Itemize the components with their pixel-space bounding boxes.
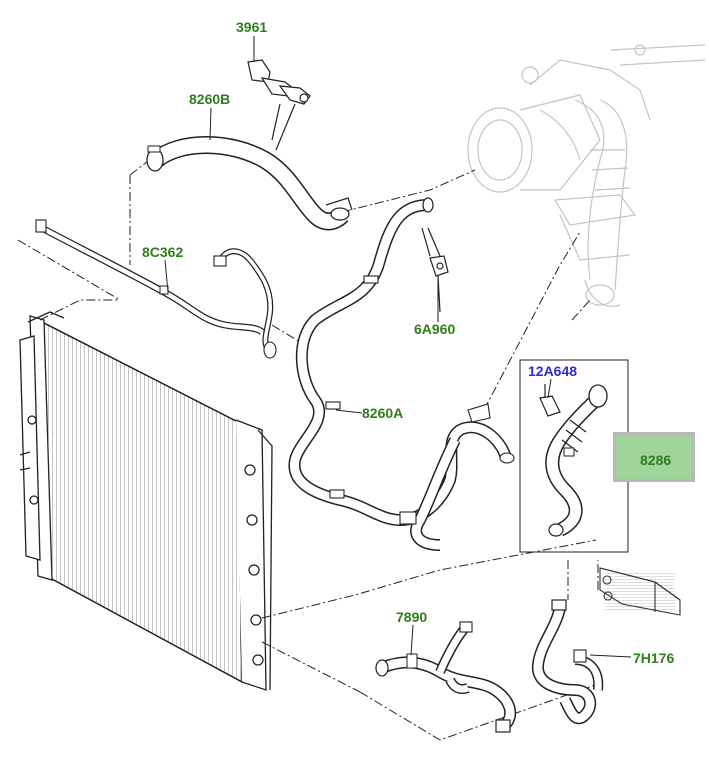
callout-12a648: 12A648 xyxy=(528,363,578,379)
part-8286-hose xyxy=(545,384,608,537)
callout-6a960: 6A960 xyxy=(414,321,456,337)
callout-8286: 8286 xyxy=(640,452,672,468)
part-7890-hose xyxy=(375,621,517,733)
callout-3961: 3961 xyxy=(236,19,268,35)
part-8260b-hose xyxy=(146,136,353,231)
radiator xyxy=(19,311,273,691)
callout-8c362: 8C362 xyxy=(142,244,184,260)
part-7h176-hose xyxy=(532,599,604,725)
part-12a648-clip xyxy=(539,384,561,417)
group-frame xyxy=(519,359,629,553)
part-8260a-hose xyxy=(288,197,515,551)
part-6a960-sensor xyxy=(421,227,449,313)
callout-8260b: 8260B xyxy=(189,91,231,107)
callout-7890: 7890 xyxy=(396,609,428,625)
callout-8260a: 8260A xyxy=(362,405,404,421)
engine-assembly-ghost xyxy=(467,44,706,307)
part-8c362-pipe xyxy=(35,219,277,359)
oil-cooler xyxy=(599,567,681,616)
highlight-8286-box xyxy=(613,432,695,482)
part-3961-bracket xyxy=(247,59,311,151)
leader-lines xyxy=(17,157,599,741)
callout-7h176: 7H176 xyxy=(633,650,675,666)
